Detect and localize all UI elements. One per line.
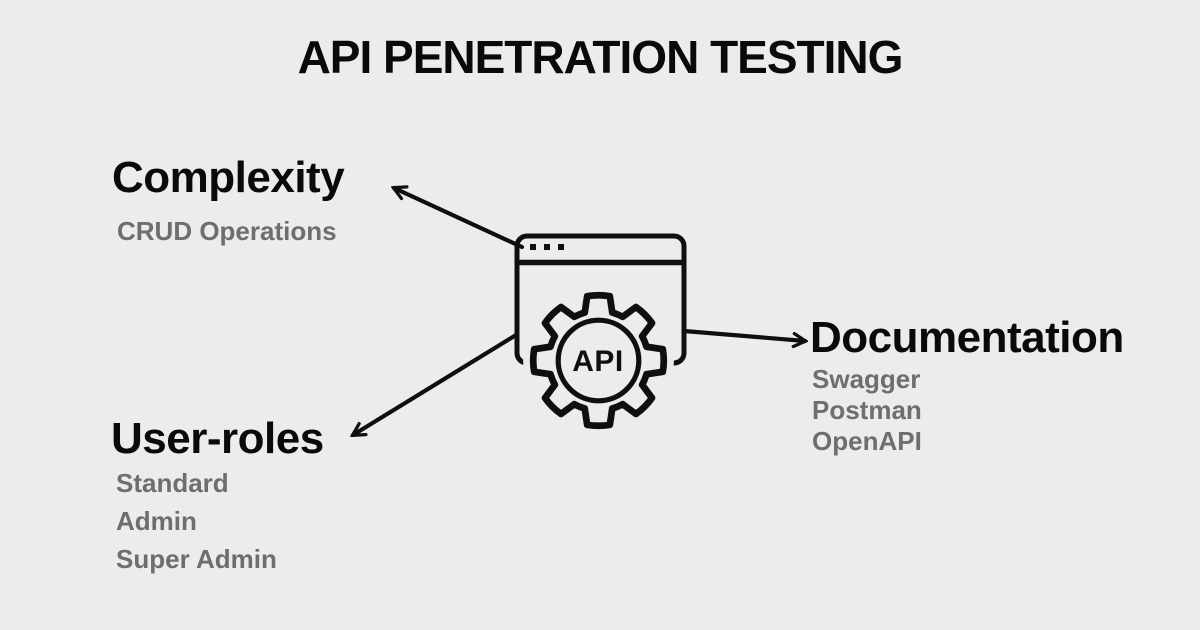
gear-icon [523,285,674,436]
browser-dots-icon [530,244,564,250]
node-item: CRUD Operations [117,216,337,246]
arrow-to-complexity [394,188,525,250]
node-item: Swagger [812,364,921,394]
node-item: Super Admin [116,544,277,574]
node-item: Admin [116,506,197,536]
node-item: OpenAPI [812,426,922,456]
gear-inner-circle [555,317,642,404]
node-heading-user-roles: User-roles [111,414,324,463]
node-items-user-roles: Standard Admin Super Admin [116,464,277,578]
arrow-to-documentation [681,328,805,341]
node-items-documentation: Swagger Postman OpenAPI [812,364,922,457]
arrow-to-user-roles [353,332,519,435]
node-heading-documentation: Documentation [810,313,1124,362]
node-item: Standard [116,468,229,498]
page-title: API PENETRATION TESTING [297,31,904,83]
node-items-complexity: CRUD Operations [117,216,337,247]
node-item: Postman [812,395,922,425]
api-label: API [572,345,624,378]
node-heading-complexity: Complexity [112,153,345,202]
